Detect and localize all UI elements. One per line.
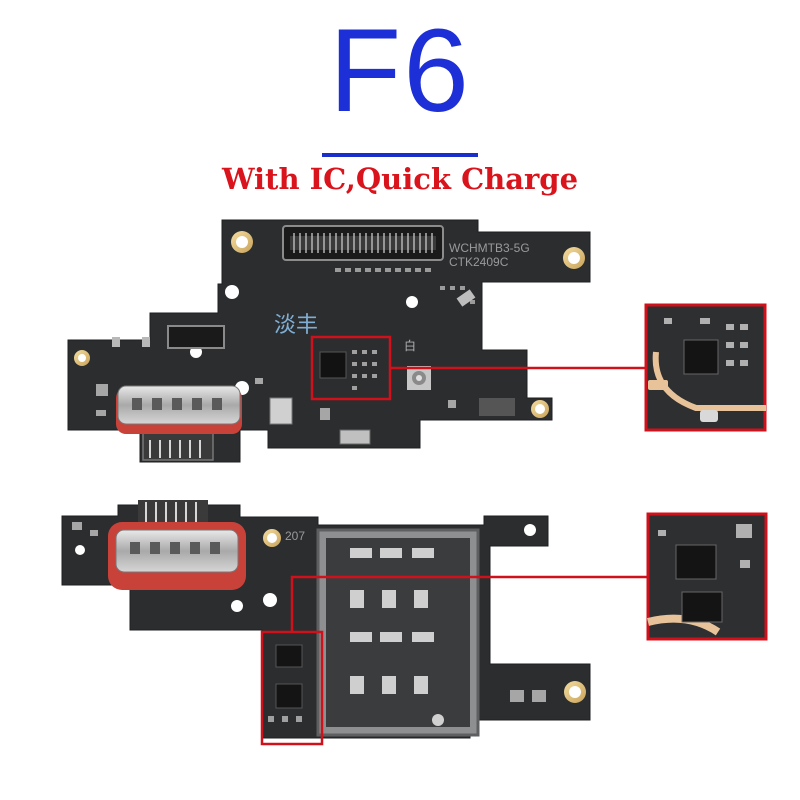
antenna-clip bbox=[456, 289, 476, 307]
flex-connector bbox=[167, 325, 225, 349]
component bbox=[479, 398, 515, 416]
charging-ic-chip bbox=[275, 683, 303, 709]
top-pcb-board: WCHMTB3-5G CTK2409C 淡丰 白 bbox=[67, 219, 646, 463]
charging-ic-chip bbox=[275, 644, 303, 668]
smd-components bbox=[335, 268, 475, 304]
sim-card-tray bbox=[316, 528, 480, 737]
board-hole bbox=[406, 296, 418, 308]
component bbox=[339, 429, 371, 445]
title-underline bbox=[322, 153, 478, 157]
mounting-hole bbox=[531, 400, 549, 418]
usb-c-port-bottom bbox=[108, 500, 246, 590]
board-hole bbox=[263, 593, 277, 607]
board-hole bbox=[524, 524, 536, 536]
silkscreen-code: CTK2409C bbox=[449, 255, 509, 269]
leader-line-bottom bbox=[290, 575, 648, 632]
zoom-callout-bottom bbox=[646, 512, 768, 641]
usb-c-port-top bbox=[116, 385, 242, 461]
board-connector bbox=[282, 225, 444, 261]
mounting-hole bbox=[74, 350, 90, 366]
board-hole bbox=[231, 600, 243, 612]
silkscreen-code-bottom: 207 bbox=[285, 529, 305, 543]
watermark-top: 淡丰 bbox=[274, 313, 318, 338]
bottom-pcb-board: 207 淡丰 bbox=[61, 500, 648, 746]
chip-silkscreen: 白 bbox=[404, 338, 416, 353]
coax-connector bbox=[407, 366, 431, 390]
mounting-hole bbox=[263, 529, 281, 547]
mounting-hole bbox=[231, 231, 253, 253]
board-hole bbox=[225, 285, 239, 299]
mounting-hole bbox=[564, 681, 586, 703]
mounting-hole bbox=[563, 247, 585, 269]
zoom-callout-top bbox=[644, 303, 767, 432]
component bbox=[269, 397, 293, 425]
board-hole bbox=[75, 545, 85, 555]
product-title: F6 bbox=[329, 5, 471, 137]
silkscreen-model: WCHMTB3-5G bbox=[449, 241, 530, 255]
charging-ic-chip bbox=[319, 351, 347, 379]
product-subtitle: With IC,Quick Charge bbox=[221, 162, 579, 196]
